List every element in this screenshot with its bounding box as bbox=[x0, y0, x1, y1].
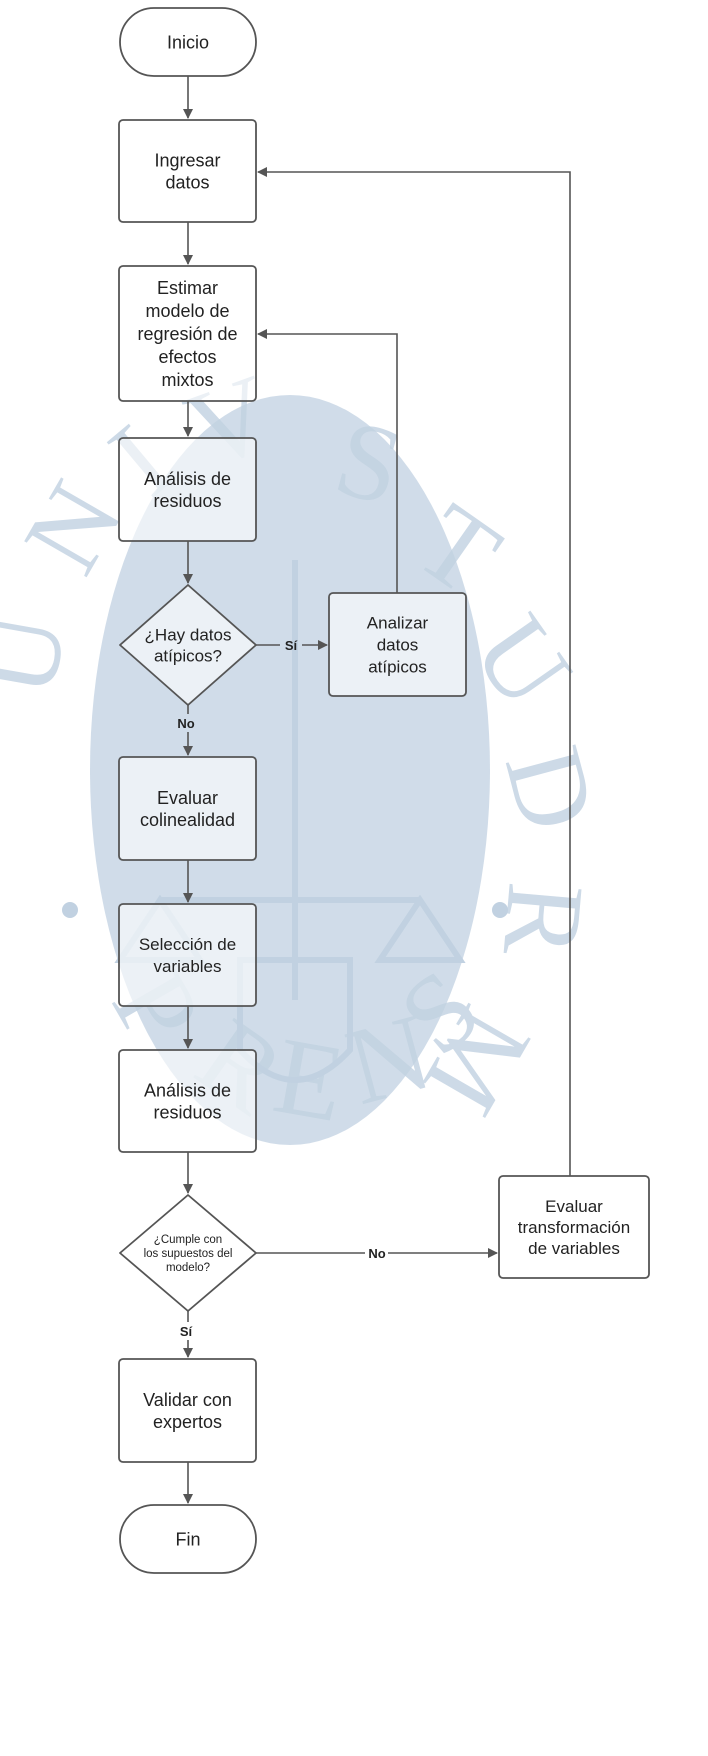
node-label-line: expertos bbox=[153, 1412, 222, 1432]
decision-diamond-shape bbox=[119, 1194, 257, 1312]
node-label-line: Evaluar bbox=[545, 1197, 603, 1216]
node-label-line: atípicos? bbox=[154, 646, 222, 665]
process-box-shape bbox=[118, 756, 257, 861]
svg-text:U: U bbox=[0, 605, 89, 704]
node-label-line: colinealidad bbox=[140, 810, 235, 830]
node-label-line: variables bbox=[153, 957, 221, 976]
node-label-line: atípicos bbox=[368, 657, 427, 676]
edge-label-si-atipicos: Sí bbox=[285, 638, 298, 653]
node-fin: Fin bbox=[119, 1504, 257, 1574]
edge-label-no-atipicos: No bbox=[177, 716, 194, 731]
node-label-line: datos bbox=[377, 635, 419, 654]
node-inicio: Inicio bbox=[119, 7, 257, 77]
terminator-shape bbox=[119, 7, 257, 77]
node-label-line: ¿Hay datos bbox=[145, 625, 232, 644]
node-label-line: mixtos bbox=[161, 370, 213, 390]
node-label-line: Análisis de bbox=[144, 1080, 231, 1100]
terminator-shape bbox=[119, 1504, 257, 1574]
node-label-line: efectos bbox=[158, 347, 216, 367]
node-label-line: Análisis de bbox=[144, 469, 231, 489]
university-seal-watermark: U N I V S T U D R M P R E N S bbox=[0, 351, 620, 1146]
node-estimar: Estimar modelo de regresión de efectos mixto… bbox=[118, 265, 257, 402]
node-label-line: los supuestos del bbox=[144, 1248, 233, 1260]
node-label-line: modelo de bbox=[145, 301, 229, 321]
node-transformacion: Evaluar transformación de variables bbox=[498, 1175, 650, 1279]
node-cumple: ¿Cumple con los supuestos del modelo? bbox=[119, 1194, 257, 1312]
process-box-shape bbox=[118, 903, 257, 1007]
node-label-line: de variables bbox=[528, 1239, 620, 1258]
edge-label-no-cumple: No bbox=[368, 1246, 385, 1261]
node-label-line: Analizar bbox=[367, 613, 429, 632]
node-label-line: datos bbox=[165, 172, 209, 192]
node-hay-atipicos: ¿Hay datos atípicos? bbox=[119, 584, 257, 706]
node-label-line: Selección de bbox=[139, 935, 236, 954]
node-label-line: Inicio bbox=[167, 32, 209, 52]
node-analizar: Analizar datos atípicos bbox=[328, 592, 467, 697]
process-box-shape bbox=[498, 1175, 650, 1279]
node-label-line: ¿Cumple con bbox=[154, 1234, 222, 1246]
svg-text:D: D bbox=[482, 735, 620, 843]
node-label-line: Fin bbox=[175, 1529, 200, 1549]
node-label-line: Ingresar bbox=[154, 150, 220, 170]
decision-diamond-shape bbox=[119, 584, 257, 706]
node-seleccion: Selección de variables bbox=[118, 903, 257, 1007]
process-box-shape bbox=[118, 1049, 257, 1153]
node-label-line: regresión de bbox=[137, 324, 237, 344]
node-label-line: modelo? bbox=[166, 1262, 210, 1274]
node-label-line: Estimar bbox=[157, 278, 218, 298]
node-label-line: Validar con bbox=[143, 1390, 232, 1410]
process-box-shape bbox=[328, 592, 467, 697]
process-box-shape bbox=[118, 119, 257, 223]
node-label-line: residuos bbox=[153, 1102, 221, 1122]
svg-text:R: R bbox=[480, 878, 608, 962]
edge-transformacion-ingresar bbox=[257, 167, 571, 1176]
process-box-shape bbox=[118, 1358, 257, 1463]
process-box-shape bbox=[118, 437, 257, 542]
edge-analizar-estimar bbox=[257, 329, 398, 593]
node-label-line: Evaluar bbox=[157, 788, 218, 808]
process-box-shape bbox=[118, 265, 257, 402]
edge-label-si-cumple: Sí bbox=[180, 1324, 193, 1339]
node-label-line: residuos bbox=[153, 491, 221, 511]
node-label-line: transformación bbox=[518, 1218, 630, 1237]
